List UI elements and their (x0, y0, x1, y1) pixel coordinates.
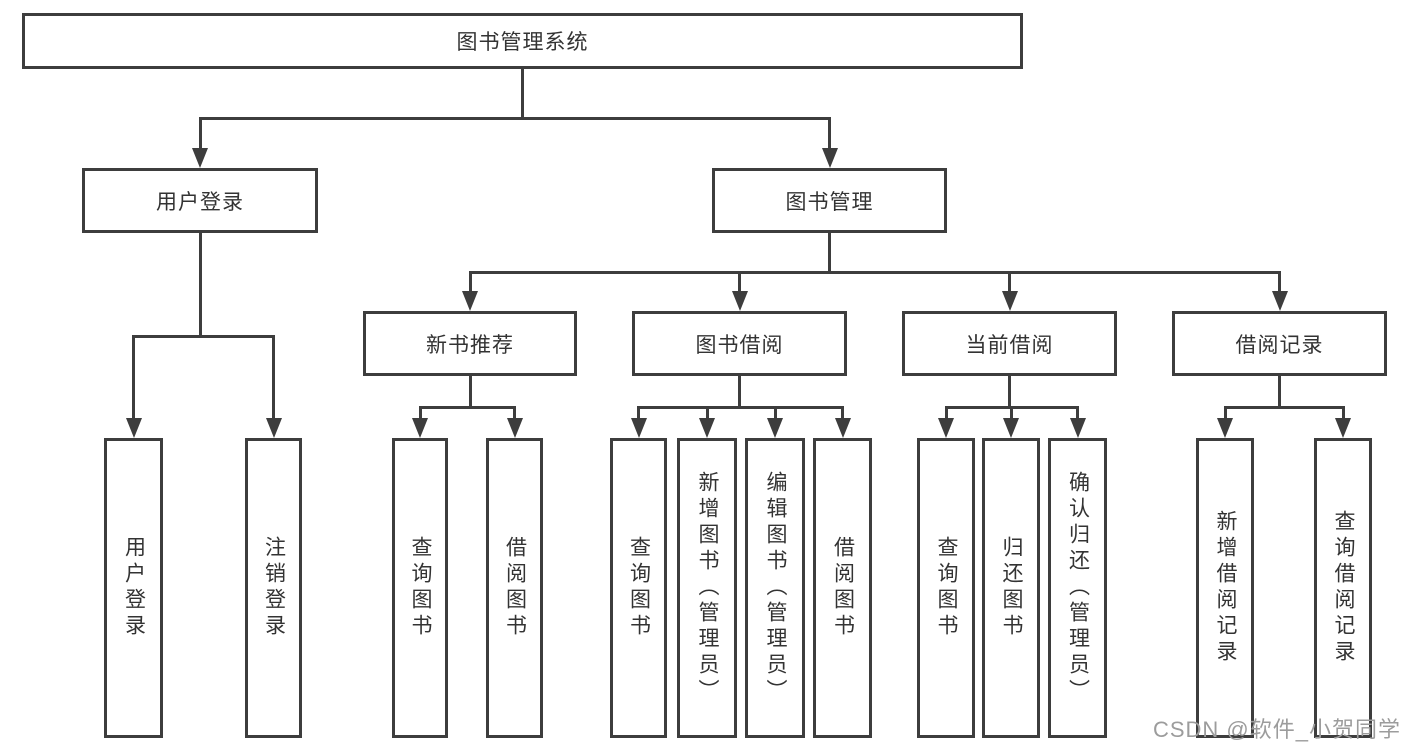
arrow-down-icon (462, 291, 478, 311)
node-book-borrow: 图书借阅 (632, 311, 847, 376)
arrow-down-icon (1069, 418, 1086, 438)
connector-line (468, 272, 472, 291)
node-bb-query: 查询图书 (610, 438, 667, 738)
connector-line (468, 376, 472, 409)
arrow-down-icon (731, 291, 748, 311)
arrow-down-icon (506, 418, 523, 438)
node-label: 借阅图书 (503, 536, 527, 640)
connector-line (418, 407, 422, 418)
connector-line (828, 233, 831, 274)
node-bb-borrow: 借阅图书 (813, 438, 872, 738)
node-new-book-rec: 新书推荐 (363, 311, 577, 376)
node-label: 归还图书 (1000, 536, 1023, 640)
connector-line (828, 118, 831, 148)
node-label: 图书管理系统 (456, 31, 589, 54)
node-bb-edit: 编辑图书（管理员） (745, 438, 805, 738)
connector-line (1223, 405, 1345, 409)
node-label: 查询借阅记录 (1332, 510, 1355, 666)
connector-line (132, 336, 135, 418)
connector-line (198, 118, 202, 148)
node-user-login: 用户登录 (82, 168, 318, 233)
connector-line (198, 233, 202, 338)
node-logout: 注销登录 (245, 438, 302, 738)
connector-line (513, 407, 516, 418)
connector-line (841, 407, 844, 418)
node-label: 查询图书 (627, 536, 651, 640)
connector-line (637, 405, 844, 409)
connector-line (1278, 376, 1281, 409)
connector-line (521, 69, 524, 120)
connector-line (1008, 376, 1011, 409)
node-br-add: 新增借阅记录 (1196, 438, 1254, 738)
node-label: 查询图书 (409, 536, 432, 640)
node-br-query: 查询借阅记录 (1314, 438, 1372, 738)
node-cb-return: 归还图书 (982, 438, 1040, 738)
connector-line (944, 407, 948, 418)
connector-line (1223, 407, 1227, 418)
node-bb-add: 新增图书（管理员） (677, 438, 737, 738)
arrow-down-icon (834, 418, 851, 438)
node-login: 用户登录 (104, 438, 163, 738)
node-label: 图书借阅 (695, 333, 784, 357)
arrow-down-icon (1003, 418, 1019, 438)
arrow-down-icon (265, 418, 282, 438)
node-book-mgmt: 图书管理 (712, 168, 947, 233)
node-label: 用户登录 (122, 536, 146, 640)
arrow-down-icon (699, 418, 715, 438)
connector-line (468, 270, 1281, 274)
connector-line (738, 376, 741, 409)
arrow-down-icon (1217, 418, 1233, 438)
node-label: 借阅图书 (831, 536, 855, 640)
arrow-down-icon (192, 148, 208, 168)
arrow-down-icon (1271, 291, 1288, 311)
node-label: 用户登录 (156, 190, 244, 214)
connector-line (132, 334, 275, 338)
connector-line (738, 272, 741, 291)
connector-line (198, 116, 831, 120)
watermark: CSDN @软件_小贺同学 (1152, 717, 1401, 742)
connector-line (1076, 407, 1079, 418)
node-label: 编辑图书（管理员） (764, 471, 787, 705)
node-label: 新增图书（管理员） (696, 471, 719, 705)
node-current-borrow: 当前借阅 (902, 311, 1117, 376)
node-label: 新增借阅记录 (1214, 510, 1237, 666)
node-label: 注销登录 (262, 536, 286, 640)
arrow-down-icon (1001, 291, 1018, 311)
connector-line (1009, 407, 1013, 418)
arrow-down-icon (1335, 418, 1351, 438)
node-label: 借阅记录 (1235, 333, 1324, 357)
connector-line (272, 336, 275, 418)
node-nbr-borrow: 借阅图书 (486, 438, 543, 738)
node-label: 当前借阅 (965, 333, 1054, 357)
connector-line (1008, 272, 1011, 291)
node-label: 查询图书 (935, 536, 958, 640)
arrow-down-icon (125, 418, 142, 438)
connector-line (1341, 407, 1345, 418)
connector-line (418, 405, 516, 409)
node-label: 确认归还（管理员） (1066, 471, 1090, 705)
arrow-down-icon (767, 418, 783, 438)
node-nbr-query: 查询图书 (392, 438, 448, 738)
node-label: 新书推荐 (426, 333, 514, 357)
node-borrow-records: 借阅记录 (1172, 311, 1387, 376)
arrow-down-icon (630, 418, 647, 438)
arrow-down-icon (412, 418, 428, 438)
arrow-down-icon (821, 148, 838, 168)
connector-line (773, 407, 777, 418)
node-cb-confirm: 确认归还（管理员） (1048, 438, 1107, 738)
connector-line (705, 407, 709, 418)
node-label: 图书管理 (785, 190, 874, 214)
node-cb-query: 查询图书 (917, 438, 975, 738)
connector-line (637, 407, 640, 418)
connector-line (1278, 272, 1281, 291)
node-root: 图书管理系统 (22, 13, 1023, 69)
arrow-down-icon (938, 418, 954, 438)
